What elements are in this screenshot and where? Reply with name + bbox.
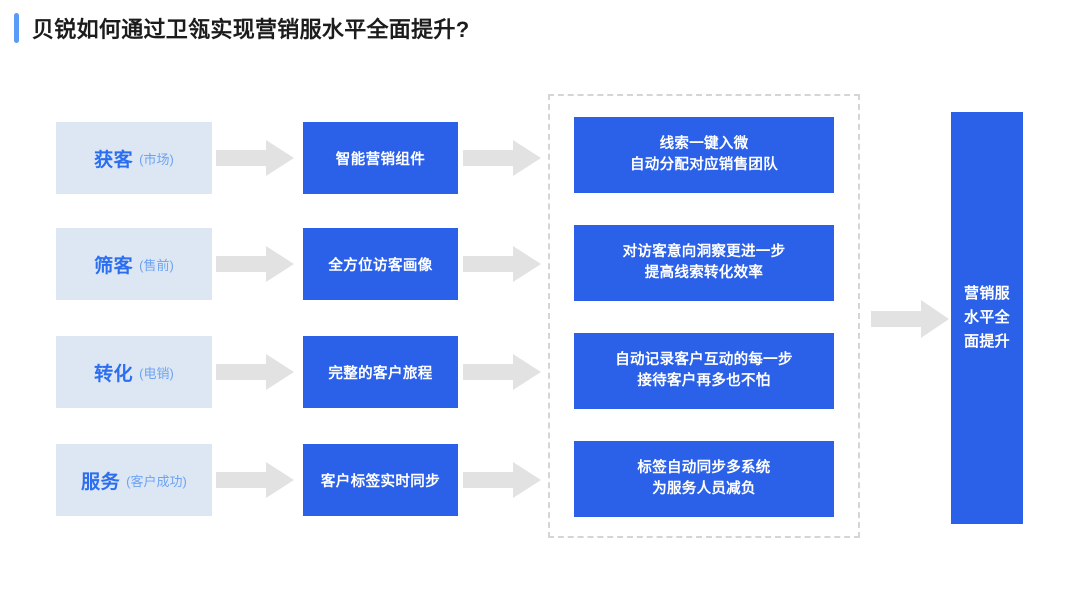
- page-header: 贝锐如何通过卫瓴实现营销服水平全面提升?: [0, 8, 1080, 48]
- stage-label-main-3: 转化: [94, 363, 134, 385]
- stage-label-main-4: 服务: [81, 471, 121, 493]
- feature-label-2: 全方位访客画像: [328, 257, 433, 274]
- stage-box-2[interactable]: 筛客 (售前): [56, 228, 212, 300]
- outcome-box-3[interactable]: 自动记录客户互动的每一步 接待客户再多也不怕: [574, 333, 834, 409]
- outcome-line1-4: 标签自动同步多系统: [637, 460, 771, 476]
- stage-box-1[interactable]: 获客 (市场): [56, 122, 212, 194]
- feature-box-4[interactable]: 客户标签实时同步: [303, 444, 458, 516]
- right-arrow-icon-result: [871, 300, 949, 338]
- outcome-group-frame: [548, 94, 860, 538]
- outcome-line2-1: 自动分配对应销售团队: [630, 157, 778, 173]
- stage-label-sub-2: (售前): [139, 257, 174, 273]
- stage-label-sub-1: (市场): [139, 151, 174, 167]
- outcome-box-4[interactable]: 标签自动同步多系统 为服务人员减负: [574, 441, 834, 517]
- right-arrow-icon-stage-3: [216, 354, 294, 390]
- outcome-line1-3: 自动记录客户互动的每一步: [615, 352, 793, 368]
- right-arrow-icon-feature-4: [463, 462, 541, 498]
- right-arrow-icon-stage-1: [216, 140, 294, 176]
- feature-label-3: 完整的客户旅程: [328, 365, 433, 382]
- stage-box-4[interactable]: 服务 (客户成功): [56, 444, 212, 516]
- outcome-line1-2: 对访客意向洞察更进一步: [622, 244, 786, 260]
- stage-box-3[interactable]: 转化 (电销): [56, 336, 212, 408]
- right-arrow-icon-feature-1: [463, 140, 541, 176]
- stage-label-main-2: 筛客: [94, 255, 134, 277]
- right-arrow-icon-stage-4: [216, 462, 294, 498]
- right-arrow-icon-feature-2: [463, 246, 541, 282]
- stage-label-sub-3: (电销): [139, 365, 174, 381]
- feature-box-2[interactable]: 全方位访客画像: [303, 228, 458, 300]
- stage-label-main-1: 获客: [94, 149, 134, 171]
- result-label: 营销服水平全面提升: [964, 285, 1010, 350]
- stage-label-sub-4: (客户成功): [126, 473, 187, 489]
- feature-box-1[interactable]: 智能营销组件: [303, 122, 458, 194]
- outcome-box-1[interactable]: 线索一键入微 自动分配对应销售团队: [574, 117, 834, 193]
- outcome-line2-4: 为服务人员减负: [652, 481, 756, 497]
- feature-box-3[interactable]: 完整的客户旅程: [303, 336, 458, 408]
- outcome-box-2[interactable]: 对访客意向洞察更进一步 提高线索转化效率: [574, 225, 834, 301]
- right-arrow-icon-feature-3: [463, 354, 541, 390]
- page-title: 贝锐如何通过卫瓴实现营销服水平全面提升?: [32, 17, 470, 42]
- outcome-line2-2: 提高线索转化效率: [644, 265, 764, 281]
- feature-label-4: 客户标签实时同步: [320, 473, 441, 490]
- outcome-line1-1: 线索一键入微: [659, 136, 749, 152]
- title-accent-bar: [14, 13, 19, 43]
- right-arrow-icon-stage-2: [216, 246, 294, 282]
- result-box[interactable]: 营销服水平全面提升: [951, 112, 1023, 524]
- outcome-line2-3: 接待客户再多也不怕: [637, 373, 771, 389]
- feature-label-1: 智能营销组件: [335, 151, 426, 168]
